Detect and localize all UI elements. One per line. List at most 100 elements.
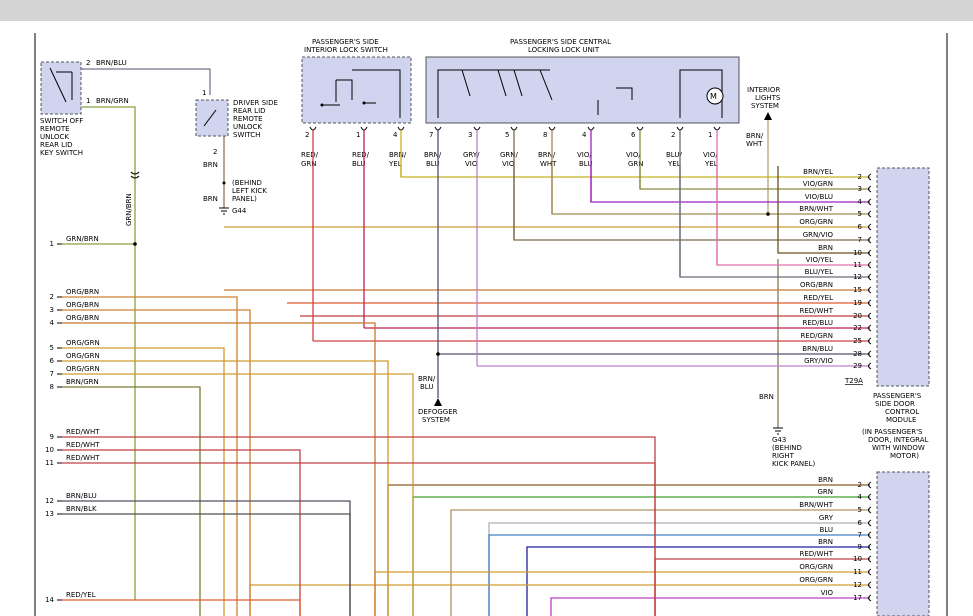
interior-lights-system: INTERIOR LIGHTS SYSTEM BRN/ WHT <box>746 86 781 216</box>
g44-ref: G44 <box>232 207 247 215</box>
module-ref: T29A <box>844 377 863 385</box>
lower-wire <box>249 584 870 616</box>
lower-pin-symbol <box>868 594 872 602</box>
module-label-7: WITH WINDOW <box>872 444 925 452</box>
g43-label-2: (BEHIND <box>772 444 802 452</box>
label-brn-g44: BRN <box>203 161 218 169</box>
module-pin-symbol <box>868 198 872 206</box>
module-pin-symbol <box>868 312 872 320</box>
unit-pin-wire-label: BLU <box>579 160 592 168</box>
module-pin-number: 20 <box>853 312 862 320</box>
module-label-2: SIDE DOOR <box>875 400 915 408</box>
lower-pin-symbol <box>868 506 872 514</box>
left-wire-label: RED/YEL <box>66 591 96 599</box>
unit-pin-wire-label: BLU <box>426 160 439 168</box>
module-wires: BRN/YEL2VIO/GRN3VIO/BLU4BRN/WHT5ORG/GRN6… <box>224 130 872 398</box>
lower-pin-number: 7 <box>858 531 862 539</box>
lights-wire-2: WHT <box>746 140 763 148</box>
module-pin-number: 29 <box>853 362 862 370</box>
unit-pin-symbol <box>713 126 721 131</box>
lower-pin-number: 17 <box>853 594 862 602</box>
switch-pin-wire-label: BRN/ <box>389 151 407 159</box>
module-wire-label: VIO/BLU <box>805 193 833 201</box>
ground-g43: BRN G43 (BEHIND RIGHT KICK PANEL) <box>759 259 815 468</box>
splice-dot <box>766 212 770 216</box>
left-pin-number: 10 <box>45 446 54 454</box>
top-toolbar-strip <box>0 0 973 21</box>
module-pin-symbol <box>868 286 872 294</box>
module-wire <box>679 166 870 278</box>
splice-dot <box>436 352 440 356</box>
lower-wire <box>387 484 870 616</box>
unit-pin-symbol <box>636 126 644 131</box>
lower-pin-number: 9 <box>858 543 862 551</box>
ground-symbol-g44 <box>219 207 229 215</box>
module-wire-label: VIO/YEL <box>806 256 833 264</box>
defog-wire-2: BLU <box>420 383 433 391</box>
module-pin-symbol <box>868 362 872 370</box>
module-label-1: PASSENGER'S <box>873 392 922 400</box>
lower-wire <box>450 509 870 616</box>
driver-switch-pin-bottom: 2 <box>213 148 217 156</box>
left-pin-number: 2 <box>50 293 54 301</box>
module-label-3: CONTROL <box>885 408 919 416</box>
driver-switch-label-3: REMOTE <box>233 115 263 123</box>
module-pin-symbol <box>868 236 872 244</box>
lower-module-wires: BRN2GRN4BRN/WHT5GRY6BLU7BRN9RED/WHT10ORG… <box>249 476 872 616</box>
lower-pin-symbol <box>868 568 872 576</box>
rear-switch-label-2: REMOTE <box>40 125 70 133</box>
passenger-interior-lock-switch: PASSENGER'S SIDE INTERIOR LOCK SWITCH <box>301 38 412 124</box>
rear-unlock-key-switch: 2 1 SWITCH OFF REMOTE UNLOCK REAR LID KE… <box>40 59 90 157</box>
left-pin-number: 12 <box>45 497 54 505</box>
unit-pin-wire-label: VIO/ <box>703 151 718 159</box>
lights-label-1: INTERIOR <box>747 86 780 94</box>
module-wire <box>777 166 870 254</box>
module-pin-number: 3 <box>858 185 862 193</box>
door-control-module: T29A PASSENGER'S SIDE DOOR CONTROL MODUL… <box>844 167 930 616</box>
left-pin-number: 5 <box>50 344 54 352</box>
g44-label-2: LEFT KICK <box>232 187 267 195</box>
left-wire-label: RED/WHT <box>66 454 100 462</box>
switch-pin-number: 1 <box>356 131 360 139</box>
unit-pin-number: 4 <box>582 131 587 139</box>
module-pin-number: 12 <box>853 273 862 281</box>
defogger-system: BRN/ BLU DEFOGGER SYSTEM <box>418 375 458 424</box>
module-pin-number: 25 <box>853 337 862 345</box>
lower-pin-symbol <box>868 543 872 551</box>
left-pin-number: 6 <box>50 357 55 365</box>
unit-pin-wire-label: BRN/ <box>538 151 556 159</box>
driver-switch-label-2: REAR LID <box>233 107 266 115</box>
lights-label-3: SYSTEM <box>751 102 779 110</box>
defog-wire-1: BRN/ <box>418 375 436 383</box>
left-wire-label: ORG/BRN <box>66 301 99 309</box>
switch-pin-wire-label: GRN <box>301 160 317 168</box>
diagram-frame <box>34 33 948 616</box>
left-wire <box>62 462 656 616</box>
wire-break-symbol <box>130 171 140 179</box>
left-pin-number: 7 <box>50 370 54 378</box>
module-pin-number: 10 <box>853 249 862 257</box>
left-wire-label: ORG/GRN <box>66 352 100 360</box>
unit-pin-number: 5 <box>505 131 509 139</box>
lower-wire-label: RED/WHT <box>800 550 834 558</box>
unit-pin-wire-label: VIO <box>502 160 515 168</box>
unit-pin-number: 8 <box>543 131 547 139</box>
left-wire <box>62 347 225 616</box>
lower-wire <box>374 571 870 616</box>
unit-pin-wire-label: GRY/ <box>463 151 480 159</box>
module-pin-number: 2 <box>858 173 862 181</box>
module-pin-number: 22 <box>853 324 862 332</box>
lower-pin-symbol <box>868 555 872 563</box>
unit-pin-wire-label: YEL <box>667 160 681 168</box>
module-pin-number: 6 <box>858 223 863 231</box>
unit-pin-wire-label: YEL <box>704 160 718 168</box>
left-wire <box>62 386 201 616</box>
switch-pin-symbol <box>360 126 368 131</box>
passenger-central-lock-unit: PASSENGER'S SIDE CENTRAL LOCKING LOCK UN… <box>425 38 740 124</box>
module-wire-label: BRN/YEL <box>803 168 833 176</box>
unit-pin-symbol <box>548 126 556 131</box>
module-label-8: MOTOR) <box>890 452 919 460</box>
module-wire-label: BRN/BLU <box>802 345 833 353</box>
module-pin-symbol <box>868 173 872 181</box>
